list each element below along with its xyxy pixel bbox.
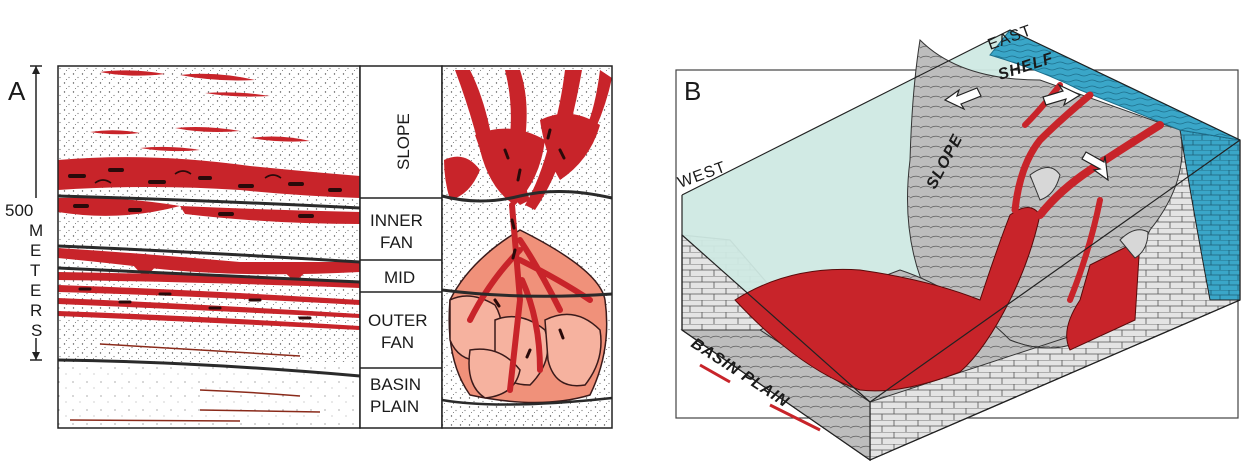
- panel-b-letter: B: [684, 76, 701, 106]
- mid-label: MID: [384, 268, 415, 287]
- outer-fan-label: OUTER: [368, 311, 428, 330]
- basin-plain-label: BASIN: [370, 375, 421, 394]
- scale-unit-letter: E: [30, 241, 41, 260]
- inner-fan-label: FAN: [380, 233, 413, 252]
- scale-unit-letter: S: [31, 321, 42, 340]
- fan-plan-view: [442, 66, 612, 428]
- outer-fan-label: FAN: [381, 333, 414, 352]
- panel-a-letter: A: [8, 76, 26, 106]
- stratigraphic-section: [58, 66, 360, 428]
- basin-plain-label: PLAIN: [370, 397, 419, 416]
- panel-a: A 500 M E T E R S: [5, 66, 612, 428]
- scale-unit-letter: M: [29, 221, 43, 240]
- scale-bar: 500 M E T E R S: [5, 66, 56, 360]
- label-column: SLOPE INNER FAN MID OUTER FAN BASIN PLAI…: [360, 66, 442, 428]
- inner-fan-label: INNER: [370, 211, 423, 230]
- panel-b: B: [676, 22, 1240, 460]
- slope-label: SLOPE: [394, 113, 413, 170]
- scale-unit-letter: T: [30, 261, 40, 280]
- scale-value: 500: [5, 201, 33, 220]
- scale-unit-letter: E: [30, 281, 41, 300]
- scale-unit-letter: R: [30, 301, 42, 320]
